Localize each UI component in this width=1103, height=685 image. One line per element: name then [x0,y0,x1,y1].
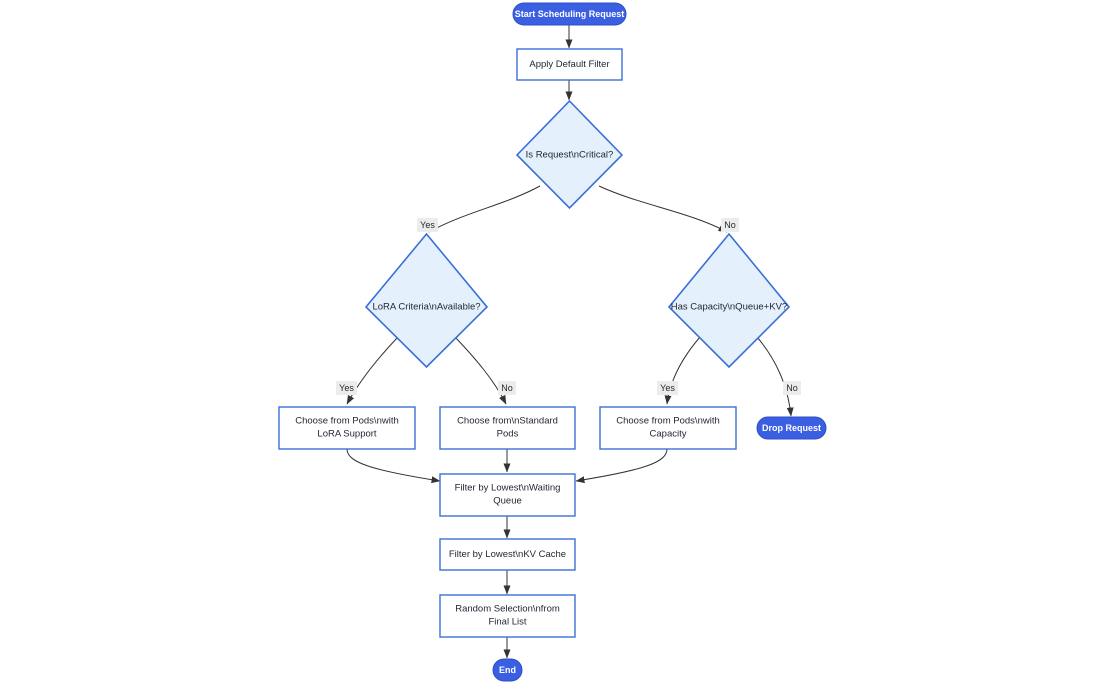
node-is-request-critical[interactable]: Is Request\nCritical? [515,99,624,210]
node-apply-default-filter-label: Apply Default Filter [529,59,609,70]
node-filter-waiting-queue-label-line1: Filter by Lowest\nWaiting [455,483,561,494]
edge-group [346,25,794,659]
node-choose-pods-lora[interactable]: Choose from Pods\nwith LoRA Support [278,406,416,450]
edge-lora-criteria-to-choose-standard-pods-no [454,336,507,405]
node-random-selection-shape[interactable] [439,594,576,638]
node-has-capacity-label: Has Capacity\nQueue+KV? [671,302,787,313]
edge-label-group: Yes No Yes No Yes No [336,218,801,395]
node-apply-default-filter[interactable]: Apply Default Filter [516,48,623,81]
edge-is-request-critical-to-lora-criteria-yes [428,185,541,233]
node-drop-request-label: Drop Request [762,423,821,433]
edge-label-critical-yes-text: Yes [420,220,435,230]
node-random-selection[interactable]: Random Selection\nfrom Final List [439,594,576,638]
edge-lora-criteria-to-choose-pods-lora-yes [346,336,399,405]
node-group: Start Scheduling Request Apply Default F… [278,2,827,682]
edge-label-capacity-yes-text: Yes [660,383,675,393]
node-filter-waiting-queue[interactable]: Filter by Lowest\nWaiting Queue [439,473,576,517]
node-end[interactable]: End [492,658,523,682]
node-filter-kv-cache[interactable]: Filter by Lowest\nKV Cache [439,538,576,571]
node-start[interactable]: Start Scheduling Request [512,2,627,26]
node-choose-standard-pods-shape[interactable] [439,406,576,450]
node-end-shape[interactable] [492,658,523,682]
node-is-request-critical-shape[interactable] [515,99,624,210]
node-apply-default-filter-shape[interactable] [516,48,623,81]
node-lora-criteria-available-label: LoRA Criteria\nAvailable? [372,302,480,313]
node-choose-standard-pods-label-line1: Choose from\nStandard [457,416,558,427]
edge-label-critical-no: No [721,218,739,232]
node-filter-kv-cache-shape[interactable] [439,538,576,571]
node-filter-waiting-queue-label-line2: Queue [493,496,522,507]
edge-label-critical-yes: Yes [417,218,438,232]
node-choose-pods-capacity[interactable]: Choose from Pods\nwith Capacity [599,406,737,450]
edge-label-capacity-no-text: No [786,383,798,393]
edge-has-capacity-to-choose-pods-capacity-yes [664,336,701,405]
node-drop-request[interactable]: Drop Request [756,416,827,440]
node-has-capacity-shape[interactable] [667,232,791,369]
node-lora-criteria-available[interactable]: LoRA Criteria\nAvailable? [364,232,489,369]
node-choose-pods-lora-shape[interactable] [278,406,416,450]
node-choose-pods-capacity-label-line1: Choose from Pods\nwith [616,416,720,427]
edge-label-lora-yes: Yes [336,381,357,395]
node-random-selection-label-line2: Final List [488,617,526,628]
node-choose-pods-lora-label-line1: Choose from Pods\nwith [295,416,399,427]
edge-has-capacity-to-drop-request-no [756,336,794,417]
edge-label-capacity-yes: Yes [657,381,678,395]
node-choose-standard-pods-label-line2: Pods [497,429,519,440]
edge-label-lora-yes-text: Yes [339,383,354,393]
edge-label-critical-no-text: No [724,220,736,230]
node-start-shape[interactable] [512,2,627,26]
edge-is-request-critical-to-has-capacity-no [598,185,728,233]
node-end-label: End [499,665,516,675]
node-choose-standard-pods[interactable]: Choose from\nStandard Pods [439,406,576,450]
node-start-label: Start Scheduling Request [515,9,625,19]
node-filter-waiting-queue-shape[interactable] [439,473,576,517]
edge-label-lora-no-text: No [501,383,513,393]
edge-choose-pods-capacity-to-filter-waiting-queue [575,448,668,484]
edge-choose-pods-lora-to-filter-waiting-queue [346,448,441,484]
node-choose-pods-lora-label-line2: LoRA Support [317,429,377,440]
node-has-capacity[interactable]: Has Capacity\nQueue+KV? [667,232,791,369]
node-choose-pods-capacity-shape[interactable] [599,406,737,450]
node-choose-pods-capacity-label-line2: Capacity [650,429,687,440]
node-is-request-critical-label: Is Request\nCritical? [526,150,614,161]
node-lora-criteria-available-shape[interactable] [364,232,489,369]
node-random-selection-label-line1: Random Selection\nfrom [455,604,560,615]
node-filter-kv-cache-label: Filter by Lowest\nKV Cache [449,549,566,560]
edge-label-lora-no: No [498,381,516,395]
edge-label-capacity-no: No [783,381,801,395]
node-drop-request-shape[interactable] [756,416,827,440]
